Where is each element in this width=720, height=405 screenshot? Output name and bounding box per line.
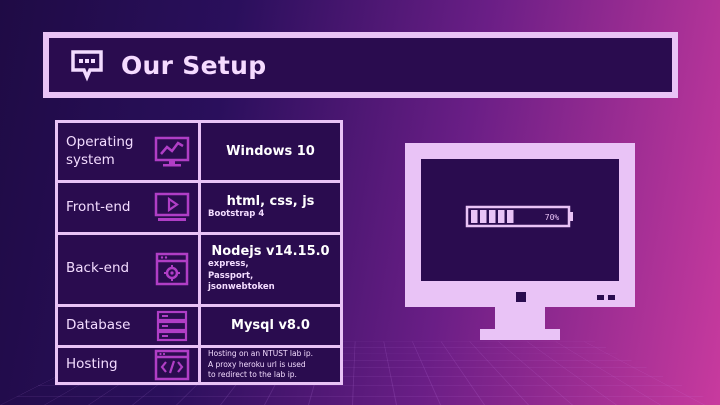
monitor-neck (495, 307, 545, 329)
table-row-frontend: Front-end html, css, js Bootstrap 4 (58, 183, 340, 232)
indicator-light (597, 295, 604, 300)
battery-fill (471, 210, 514, 223)
row-label-cell: Operating system (58, 123, 198, 181)
row-value-cell: Windows 10 (201, 123, 340, 181)
loading-percent: 70% (545, 213, 560, 222)
table-row-backend: Back-end Nodejs v14.15.0 express, Passpo… (58, 234, 340, 304)
row-label: Operating system (66, 134, 134, 168)
row-label: Hosting (66, 356, 118, 373)
row-value-cell: html, css, js Bootstrap 4 (201, 183, 340, 232)
table-row-hosting: Hosting Hosting on an NTUST lab ip. A pr… (58, 347, 340, 382)
row-label-cell: Back-end (58, 234, 198, 304)
server-stack-icon (156, 310, 188, 341)
row-value-line: Hosting on an NTUST lab ip. (208, 348, 313, 358)
row-label-cell: Hosting (58, 347, 198, 382)
row-value-line: A proxy heroku url is used (208, 359, 306, 369)
battery-segment (480, 210, 487, 223)
row-value: Mysql v8.0 (231, 318, 310, 334)
page-title: Our Setup (121, 50, 267, 80)
monitor-stand (480, 329, 560, 340)
power-button (516, 292, 526, 302)
row-label: Back-end (66, 260, 130, 277)
battery-segment (498, 210, 505, 223)
row-value: Nodejs v14.15.0 (211, 244, 330, 260)
row-label: Database (66, 316, 131, 333)
row-label-cell: Database (58, 306, 198, 345)
setup-table: Operating system Windows 10 Front-end ht… (55, 120, 343, 385)
row-sub-value: Passport, (208, 270, 254, 281)
row-value: Windows 10 (226, 144, 315, 160)
battery-segment (489, 210, 496, 223)
row-sub-value: express, (208, 259, 249, 270)
battery-segment (471, 210, 478, 223)
chat-bubble-icon (71, 50, 103, 82)
row-label-cell: Front-end (58, 183, 198, 232)
row-value-cell: Nodejs v14.15.0 express, Passport, jsonw… (201, 234, 340, 304)
row-value-cell: Hosting on an NTUST lab ip. A proxy hero… (201, 347, 340, 382)
code-window-icon (154, 349, 190, 381)
row-label: Front-end (66, 198, 131, 215)
row-value-cell: Mysql v8.0 (201, 306, 340, 345)
battery-progress: 70% (465, 205, 573, 228)
video-player-icon (154, 193, 190, 222)
row-sub-value: Bootstrap 4 (208, 209, 265, 220)
monitor-illustration: 70% (405, 143, 635, 340)
row-value: html, css, js (226, 194, 315, 210)
table-row-database: Database Mysql v8.0 (58, 306, 340, 345)
battery-segment (507, 210, 514, 223)
monitor-chart-icon (154, 136, 190, 167)
table-row-os: Operating system Windows 10 (58, 123, 340, 181)
title-inner: Our Setup (49, 38, 672, 92)
title-bar: Our Setup (43, 32, 678, 98)
browser-gear-icon (155, 252, 189, 286)
monitor-screen (421, 159, 619, 281)
row-value-line: to redirect to the lab ip. (208, 370, 297, 380)
row-sub-value: jsonwebtoken (208, 282, 275, 293)
indicator-light (608, 295, 615, 300)
